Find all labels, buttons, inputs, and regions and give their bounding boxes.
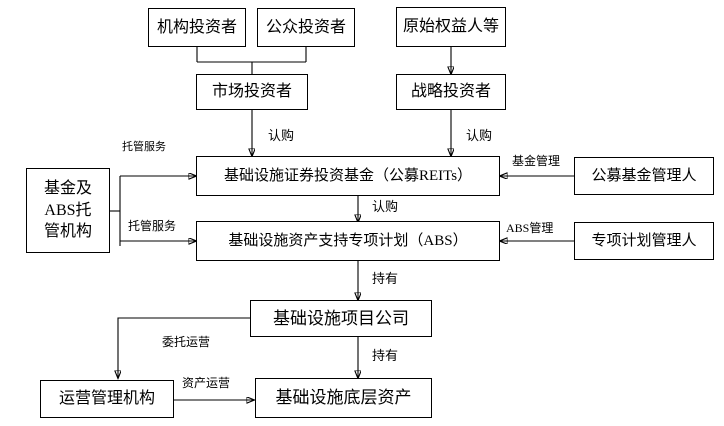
node-institutional-investor[interactable]: 机构投资者 [148,8,246,47]
node-public-investor[interactable]: 公众投资者 [257,8,355,47]
edge-label-custody-service-2: 托管服务 [128,219,177,233]
node-strategic-investor[interactable]: 战略投资者 [396,74,506,110]
edge-label-subscribe-strategic: 认购 [466,128,493,143]
node-project-company[interactable]: 基础设施项目公司 [250,300,432,337]
edge-label-fund-management: 基金管理 [512,154,561,168]
edge-label-subscribe-abs: 认购 [372,199,399,214]
node-operation-manager[interactable]: 运营管理机构 [40,380,174,418]
edge-label-hold-project: 持有 [372,271,399,286]
node-underlying-asset[interactable]: 基础设施底层资产 [255,378,432,418]
edge-label-subscribe-market: 认购 [268,128,295,143]
node-market-investor[interactable]: 市场投资者 [196,74,308,110]
node-abs-plan[interactable]: 基础设施资产支持专项计划（ABS） [196,221,500,261]
edge-label-asset-operation: 资产运营 [182,376,231,390]
edge-label-custody-service-1: 托管服务 [122,141,166,153]
edge-label-abs-management: ABS管理 [506,221,554,235]
node-custodian[interactable]: 基金及 ABS托 管机构 [26,168,110,253]
node-original-equity-holder[interactable]: 原始权益人等 [396,7,506,47]
edge-label-hold-asset: 持有 [372,348,399,363]
node-public-fund-manager[interactable]: 公募基金管理人 [574,157,714,195]
node-abs-plan-manager[interactable]: 专项计划管理人 [574,222,714,260]
wire-project-to-operator [118,317,250,378]
edge-label-entrusted-operation: 委托运营 [162,335,211,349]
node-reits-fund[interactable]: 基础设施证券投资基金（公募REITs） [196,156,500,196]
